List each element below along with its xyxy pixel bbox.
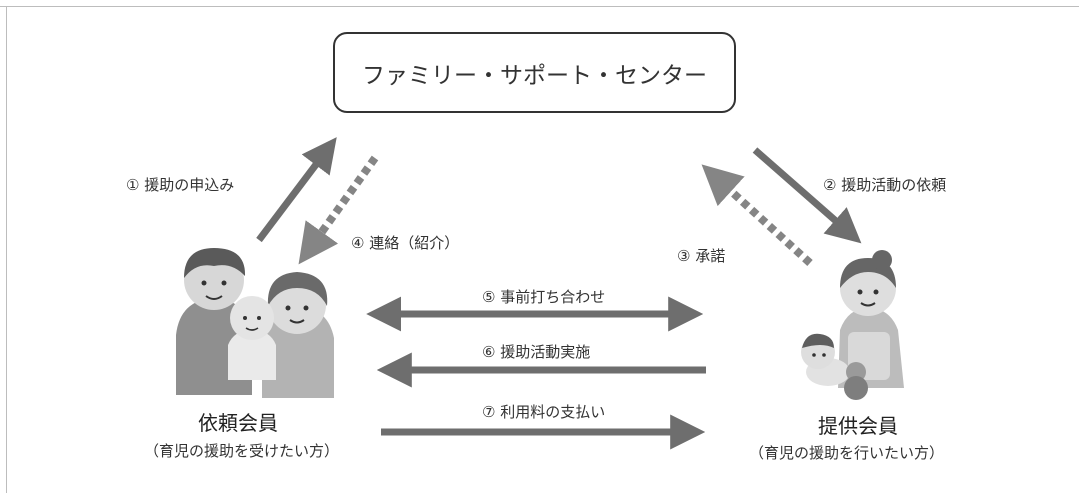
family-illustration <box>176 248 334 398</box>
frame-left-line <box>6 6 7 493</box>
frame-top-line <box>0 6 1079 7</box>
arrow-acceptance-dashed <box>701 164 813 266</box>
step-7-label: ⑦ 利用料の支払い <box>482 403 606 421</box>
step-3-label: ③ 承諾 <box>677 247 726 265</box>
step-5-label: ⑤ 事前打ち合わせ <box>482 288 606 306</box>
step-4-label: ④ 連絡（紹介） <box>351 234 460 252</box>
family-support-center-box: ファミリー・サポート・センター <box>333 32 736 113</box>
provider-subtitle: （育児の援助を行いたい方） <box>749 444 945 462</box>
arrow-application <box>256 137 337 243</box>
provider-title: 提供会員 <box>818 414 898 438</box>
requester-subtitle: （育児の援助を受けたい方） <box>144 442 340 460</box>
arrow-contact-dashed <box>298 155 379 265</box>
step-2-label: ② 援助活動の依頼 <box>823 176 947 194</box>
step-6-label: ⑥ 援助活動実施 <box>482 343 591 361</box>
step-1-label: ① 援助の申込み <box>126 176 235 194</box>
requester-title: 依頼会員 <box>198 411 278 435</box>
arrow-request <box>752 147 862 244</box>
provider-illustration <box>801 250 904 400</box>
center-title: ファミリー・サポート・センター <box>362 62 707 89</box>
